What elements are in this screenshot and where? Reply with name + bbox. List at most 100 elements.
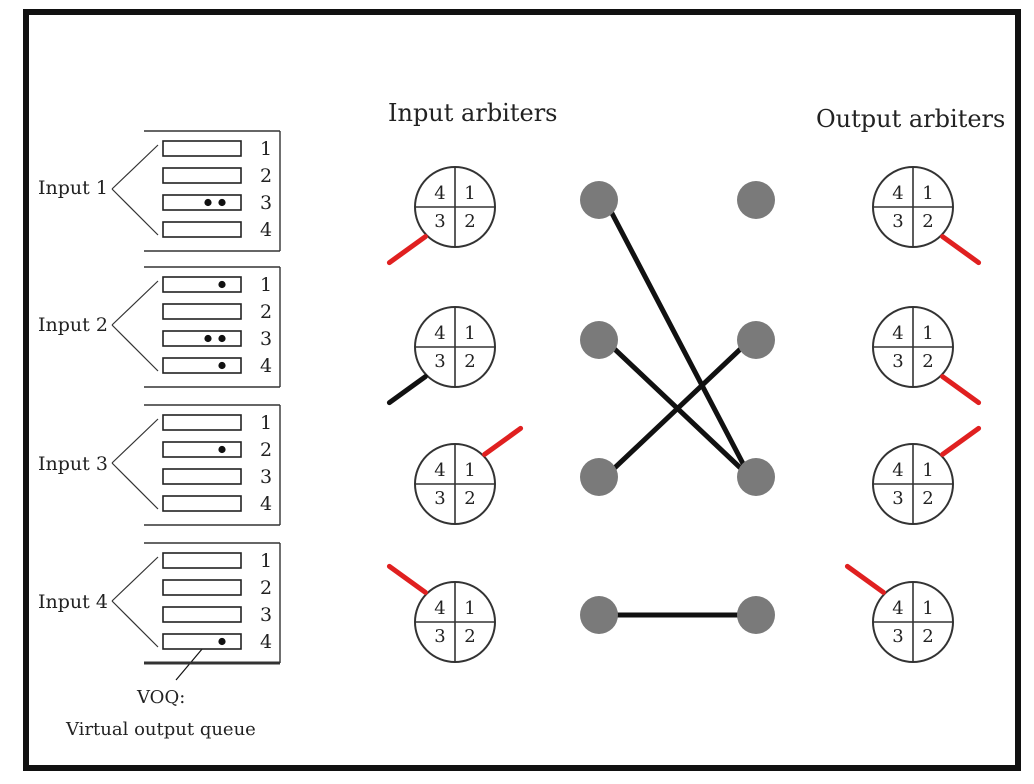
voq-queue-number: 4 <box>260 493 272 515</box>
packet-dot <box>218 361 226 370</box>
voq-queue-number: 2 <box>260 165 272 187</box>
voq-fan-line-top <box>111 556 159 602</box>
arbiter-quadrant-number: 2 <box>922 351 933 372</box>
voq-fan-line-bottom <box>111 462 159 510</box>
voq-queue-box <box>162 221 242 238</box>
arbiter-pointer <box>386 234 428 266</box>
arbiter-quadrant-number: 3 <box>434 351 445 372</box>
input-port-node-3 <box>580 458 618 496</box>
connection-line-1-to-3 <box>602 197 753 480</box>
voq-queue-number: 3 <box>260 604 272 626</box>
voq-fan-line-top <box>111 144 159 190</box>
input-port-node-1 <box>580 181 618 219</box>
arbiter-quadrant-number: 4 <box>434 323 445 344</box>
arbiter-pointer <box>844 563 886 595</box>
connection-lines <box>602 197 753 618</box>
voq-queue-box <box>162 357 242 374</box>
voq-queue-number: 1 <box>260 274 272 296</box>
arbiter-quadrant-number: 3 <box>892 488 903 509</box>
input-port-node-2 <box>580 321 618 359</box>
voq-queue-box <box>162 579 242 596</box>
arbiter-quadrant-number: 1 <box>464 323 475 344</box>
packet-dot <box>218 334 226 343</box>
output-port-node-3 <box>737 458 775 496</box>
input-label-3: Input 3 <box>38 453 108 475</box>
voq-queue-number: 4 <box>260 631 272 653</box>
output-port-node-4 <box>737 596 775 634</box>
voq-queue-box <box>162 633 242 650</box>
arbiter-quadrant-number: 2 <box>922 211 933 232</box>
arbiter-quadrant-number: 1 <box>464 460 475 481</box>
voq-note-description: Virtual output queue <box>65 719 256 740</box>
voq-queue-box <box>162 303 242 320</box>
arbiter-quadrant-number: 1 <box>464 183 475 204</box>
voq-queue-box <box>162 330 242 347</box>
arbiter-quadrant-number: 3 <box>892 351 903 372</box>
arbiter-pointer <box>940 374 982 406</box>
voq-fan-line-bottom <box>111 600 159 648</box>
arbiter-quadrant-number: 1 <box>922 323 933 344</box>
voq-queue-box <box>162 167 242 184</box>
arbiter-quadrant-number: 4 <box>892 598 903 619</box>
arbiter-quadrant-number: 2 <box>464 351 475 372</box>
arbiter-quadrant-number: 1 <box>922 460 933 481</box>
packet-dot <box>204 334 212 343</box>
arbiter-pointer <box>386 563 428 595</box>
voq-queue-number: 2 <box>260 439 272 461</box>
packet-dot <box>218 445 226 454</box>
arbiter-quadrant-number: 4 <box>892 323 903 344</box>
arbiter-quadrant-number: 4 <box>892 460 903 481</box>
arbiter-quadrant-number: 1 <box>464 598 475 619</box>
arbiter-quadrant-number: 2 <box>922 626 933 647</box>
arbiter-pointer <box>940 425 982 457</box>
input-label-1: Input 1 <box>38 177 108 199</box>
output-arbiters-title: Output arbiters <box>816 105 1005 133</box>
arbiter-quadrant-number: 2 <box>464 211 475 232</box>
voq-queue-box <box>162 414 242 431</box>
voq-queue-number: 1 <box>260 138 272 160</box>
arbiter-quadrant-number: 2 <box>464 488 475 509</box>
arbiter-quadrant-number: 3 <box>434 211 445 232</box>
arbiter-quadrant-number: 3 <box>892 626 903 647</box>
packet-dot <box>218 637 226 646</box>
arbiter-quadrant-number: 4 <box>892 183 903 204</box>
voq-queue-box <box>162 468 242 485</box>
input-label-4: Input 4 <box>38 591 108 613</box>
input-arbiters-title: Input arbiters <box>388 99 558 127</box>
voq-queue-number: 1 <box>260 412 272 434</box>
voq-queue-box <box>162 441 242 458</box>
arbiter-quadrant-number: 4 <box>434 598 445 619</box>
voq-fan-line-bottom <box>111 324 159 372</box>
switch-nodes <box>580 181 775 634</box>
input-port-node-4 <box>580 596 618 634</box>
voq-queue-box <box>162 276 242 293</box>
arbiter-quadrant-number: 2 <box>922 488 933 509</box>
voq-queue-number: 4 <box>260 219 272 241</box>
voq-fan-line-bottom <box>111 188 159 236</box>
voq-queue-number: 4 <box>260 355 272 377</box>
voq-queue-box <box>162 606 242 623</box>
voq-queue-box <box>162 552 242 569</box>
voq-queue-box <box>162 140 242 157</box>
diagram-frame <box>23 9 1021 771</box>
voq-queue-number: 3 <box>260 192 272 214</box>
packet-dot <box>204 198 212 207</box>
arbiter-quadrant-number: 1 <box>922 183 933 204</box>
connection-line-3-to-2 <box>602 337 753 480</box>
arbiter-quadrant-number: 3 <box>434 488 445 509</box>
voq-queue-number: 3 <box>260 328 272 350</box>
packet-dot <box>218 198 226 207</box>
voq-queue-box <box>162 194 242 211</box>
arbiter-pointer <box>386 374 428 406</box>
